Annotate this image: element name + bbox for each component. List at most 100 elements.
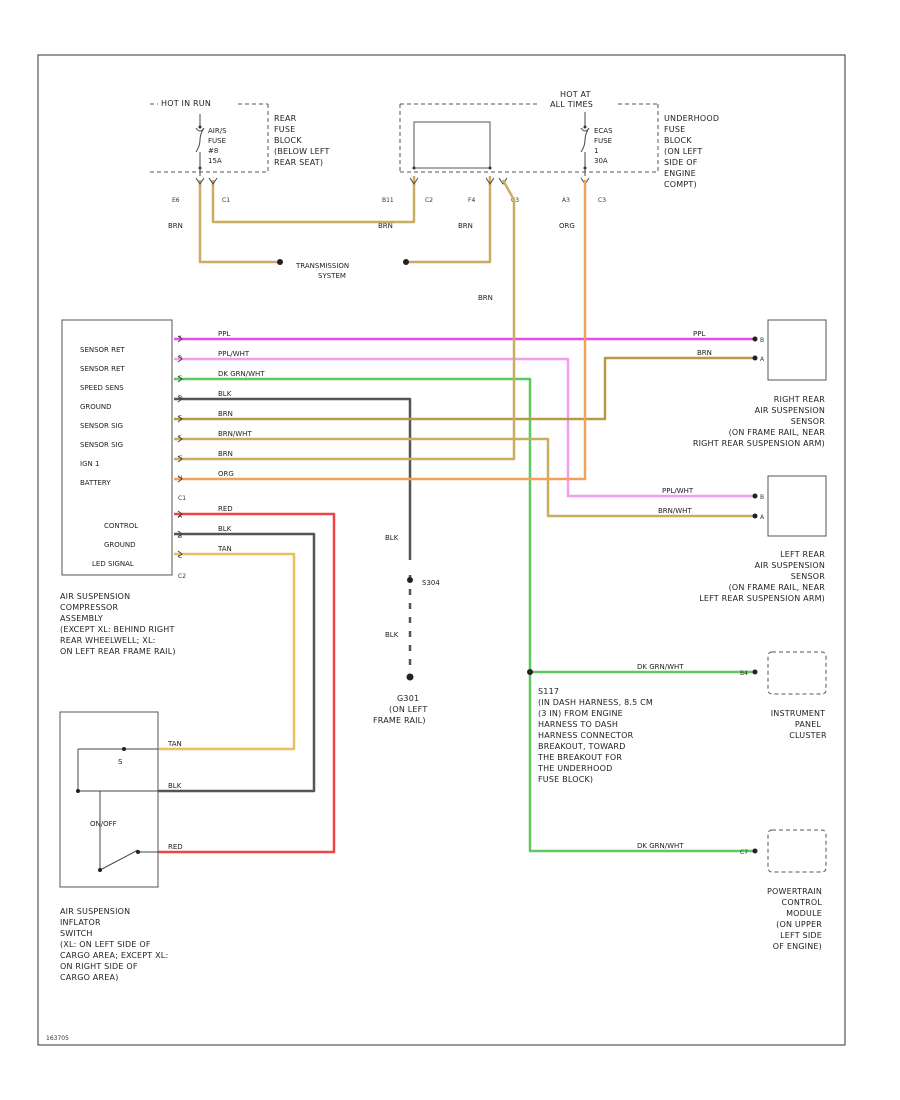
transmission-dot-right bbox=[403, 259, 409, 265]
underhood-pin-a3: A3 bbox=[562, 197, 570, 204]
underhood-desc-4: (ON LEFT bbox=[664, 147, 702, 156]
underhood-desc-7: COMPT) bbox=[664, 180, 697, 189]
rear-fuse-word: FUSE bbox=[208, 137, 226, 145]
hot-at-all-times-1: HOT AT bbox=[560, 90, 591, 99]
splice-note-4: HARNESS TO DASH bbox=[538, 720, 618, 729]
rear-fuse-symbol bbox=[195, 127, 205, 153]
splice-note-8: THE UNDERHOOD bbox=[537, 764, 612, 773]
brn-label-2: BRN bbox=[378, 222, 393, 230]
wire-ppl-wht-sensor-ret bbox=[174, 357, 755, 498]
compressor-desc-5: REAR WHEELWELL; XL: bbox=[60, 636, 156, 645]
switch-desc-4: (XL: ON LEFT SIDE OF bbox=[60, 940, 151, 949]
underhood-pin-f4: F4 bbox=[468, 197, 475, 204]
splice-s304-label: S304 bbox=[422, 579, 440, 587]
splice-note-5: HARNESS CONNECTOR bbox=[538, 731, 634, 740]
cluster-desc-1: INSTRUMENT bbox=[771, 709, 826, 718]
wire-label-brn-right: BRN bbox=[697, 349, 712, 357]
compressor-desc-4: (EXCEPT XL: BEHIND RIGHT bbox=[60, 625, 175, 634]
wire-brn-ign1 bbox=[174, 179, 516, 461]
wire-label-blk-1: BLK bbox=[218, 390, 232, 398]
compressor-c2-pin-a: A bbox=[178, 513, 183, 520]
wire-brn-relay-to-transmission bbox=[408, 176, 492, 264]
underhood-desc-2: FUSE bbox=[664, 125, 685, 134]
splice-note-1: S117 bbox=[538, 687, 559, 696]
pcm-desc-1: POWERTRAIN bbox=[767, 887, 822, 896]
ecas-fuse-number: 1 bbox=[594, 147, 598, 155]
wire-blk-ground-c2 bbox=[158, 532, 316, 793]
inflator-switch-box bbox=[59, 711, 159, 888]
compressor-c2-label: C2 bbox=[178, 573, 186, 580]
switch-desc-1: AIR SUSPENSION bbox=[60, 907, 130, 916]
right-sensor-desc-4: (ON FRAME RAIL, NEAR bbox=[729, 428, 826, 437]
left-sensor-desc-2: AIR SUSPENSION bbox=[755, 561, 825, 570]
wire-label-grn-left: DK GRN/WHT bbox=[218, 370, 265, 378]
wire-label-brn-g: BRN bbox=[218, 450, 233, 458]
underhood-desc-6: ENGINE bbox=[664, 169, 696, 178]
wire-org-battery bbox=[174, 180, 587, 481]
splice-note-9: FUSE BLOCK) bbox=[538, 775, 593, 784]
compressor-desc-3: ASSEMBLY bbox=[60, 614, 103, 623]
rear-fuse-desc-1: REAR bbox=[274, 114, 297, 123]
wire-label-org-h: ORG bbox=[218, 470, 234, 478]
rear-fuse-amp: 15A bbox=[208, 157, 222, 165]
cluster-desc-2: PANEL bbox=[795, 720, 822, 729]
underhood-pin-c2: C2 bbox=[425, 197, 433, 204]
compressor-label-led: LED SIGNAL bbox=[92, 560, 134, 568]
splice-note-3: (3 IN) FROM ENGINE bbox=[538, 709, 623, 718]
wire-red-control bbox=[158, 512, 336, 854]
pcm-desc-5: LEFT SIDE bbox=[780, 931, 822, 940]
left-sensor-desc-3: SENSOR bbox=[791, 572, 825, 581]
ecas-fuse-name: ECAS bbox=[594, 127, 613, 135]
rear-fuse-name: AIR/S bbox=[208, 127, 227, 135]
wire-label-red-1: RED bbox=[218, 505, 233, 513]
wire-label-brn-vertical: BRN bbox=[478, 294, 493, 302]
org-label-1: ORG bbox=[559, 222, 575, 230]
wire-label-ppl-wht-right: PPL/WHT bbox=[662, 487, 694, 495]
wire-brn-wht-sensor-sig bbox=[174, 437, 755, 518]
right-rear-sensor-box bbox=[767, 319, 827, 381]
cluster-pin-b4: B4 bbox=[740, 670, 748, 677]
compressor-assembly-box bbox=[61, 319, 173, 576]
switch-desc-2: INFLATOR bbox=[60, 918, 101, 927]
rear-fuse-desc-3: BLOCK bbox=[274, 136, 302, 145]
compressor-c1-label: C1 bbox=[178, 495, 186, 502]
compressor-label-e: SENSOR SIG bbox=[80, 422, 123, 430]
left-sensor-desc-5: LEFT REAR SUSPENSION ARM) bbox=[699, 594, 825, 603]
wire-label-grn-cluster: DK GRN/WHT bbox=[637, 663, 684, 671]
transmission-label-1: TRANSMISSION bbox=[295, 262, 349, 270]
underhood-relay-box bbox=[413, 121, 491, 169]
cluster-desc-3: CLUSTER bbox=[789, 731, 827, 740]
switch-desc-7: CARGO AREA) bbox=[60, 973, 119, 982]
compressor-desc-1: AIR SUSPENSION bbox=[60, 592, 130, 601]
wire-label-brn-e: BRN bbox=[218, 410, 233, 418]
compressor-desc-2: COMPRESSOR bbox=[60, 603, 118, 612]
transmission-dot-left bbox=[277, 259, 283, 265]
left-sensor-desc-4: (ON FRAME RAIL, NEAR bbox=[729, 583, 826, 592]
pcm-pin-c7: C7 bbox=[740, 849, 748, 856]
ecas-fuse-amp: 30A bbox=[594, 157, 608, 165]
diagram-footer-id: 163705 bbox=[46, 1035, 69, 1042]
compressor-c2-pin-c: C bbox=[178, 553, 182, 560]
wire-brn-sensor-sig bbox=[174, 356, 755, 421]
left-sensor-pin-a: A bbox=[760, 514, 765, 521]
diagram-frame bbox=[37, 54, 846, 1046]
compressor-label-b: SENSOR RET bbox=[80, 365, 125, 373]
hot-at-all-times-2: ALL TIMES bbox=[550, 100, 593, 109]
compressor-c2-pin-b: B bbox=[178, 533, 182, 540]
splice-s117-dot bbox=[527, 669, 533, 675]
wire-blk-ground bbox=[174, 397, 412, 560]
compressor-c2-labels: CONTROL GROUND LED SIGNAL bbox=[92, 522, 138, 568]
switch-desc-6: ON RIGHT SIDE OF bbox=[60, 962, 138, 971]
ecas-fuse-symbol bbox=[580, 127, 590, 153]
compressor-desc-6: ON LEFT REAR FRAME RAIL) bbox=[60, 647, 176, 656]
right-sensor-desc-2: AIR SUSPENSION bbox=[755, 406, 825, 415]
ecas-fuse-word: FUSE bbox=[594, 137, 612, 145]
right-sensor-pin-a: A bbox=[760, 356, 765, 363]
